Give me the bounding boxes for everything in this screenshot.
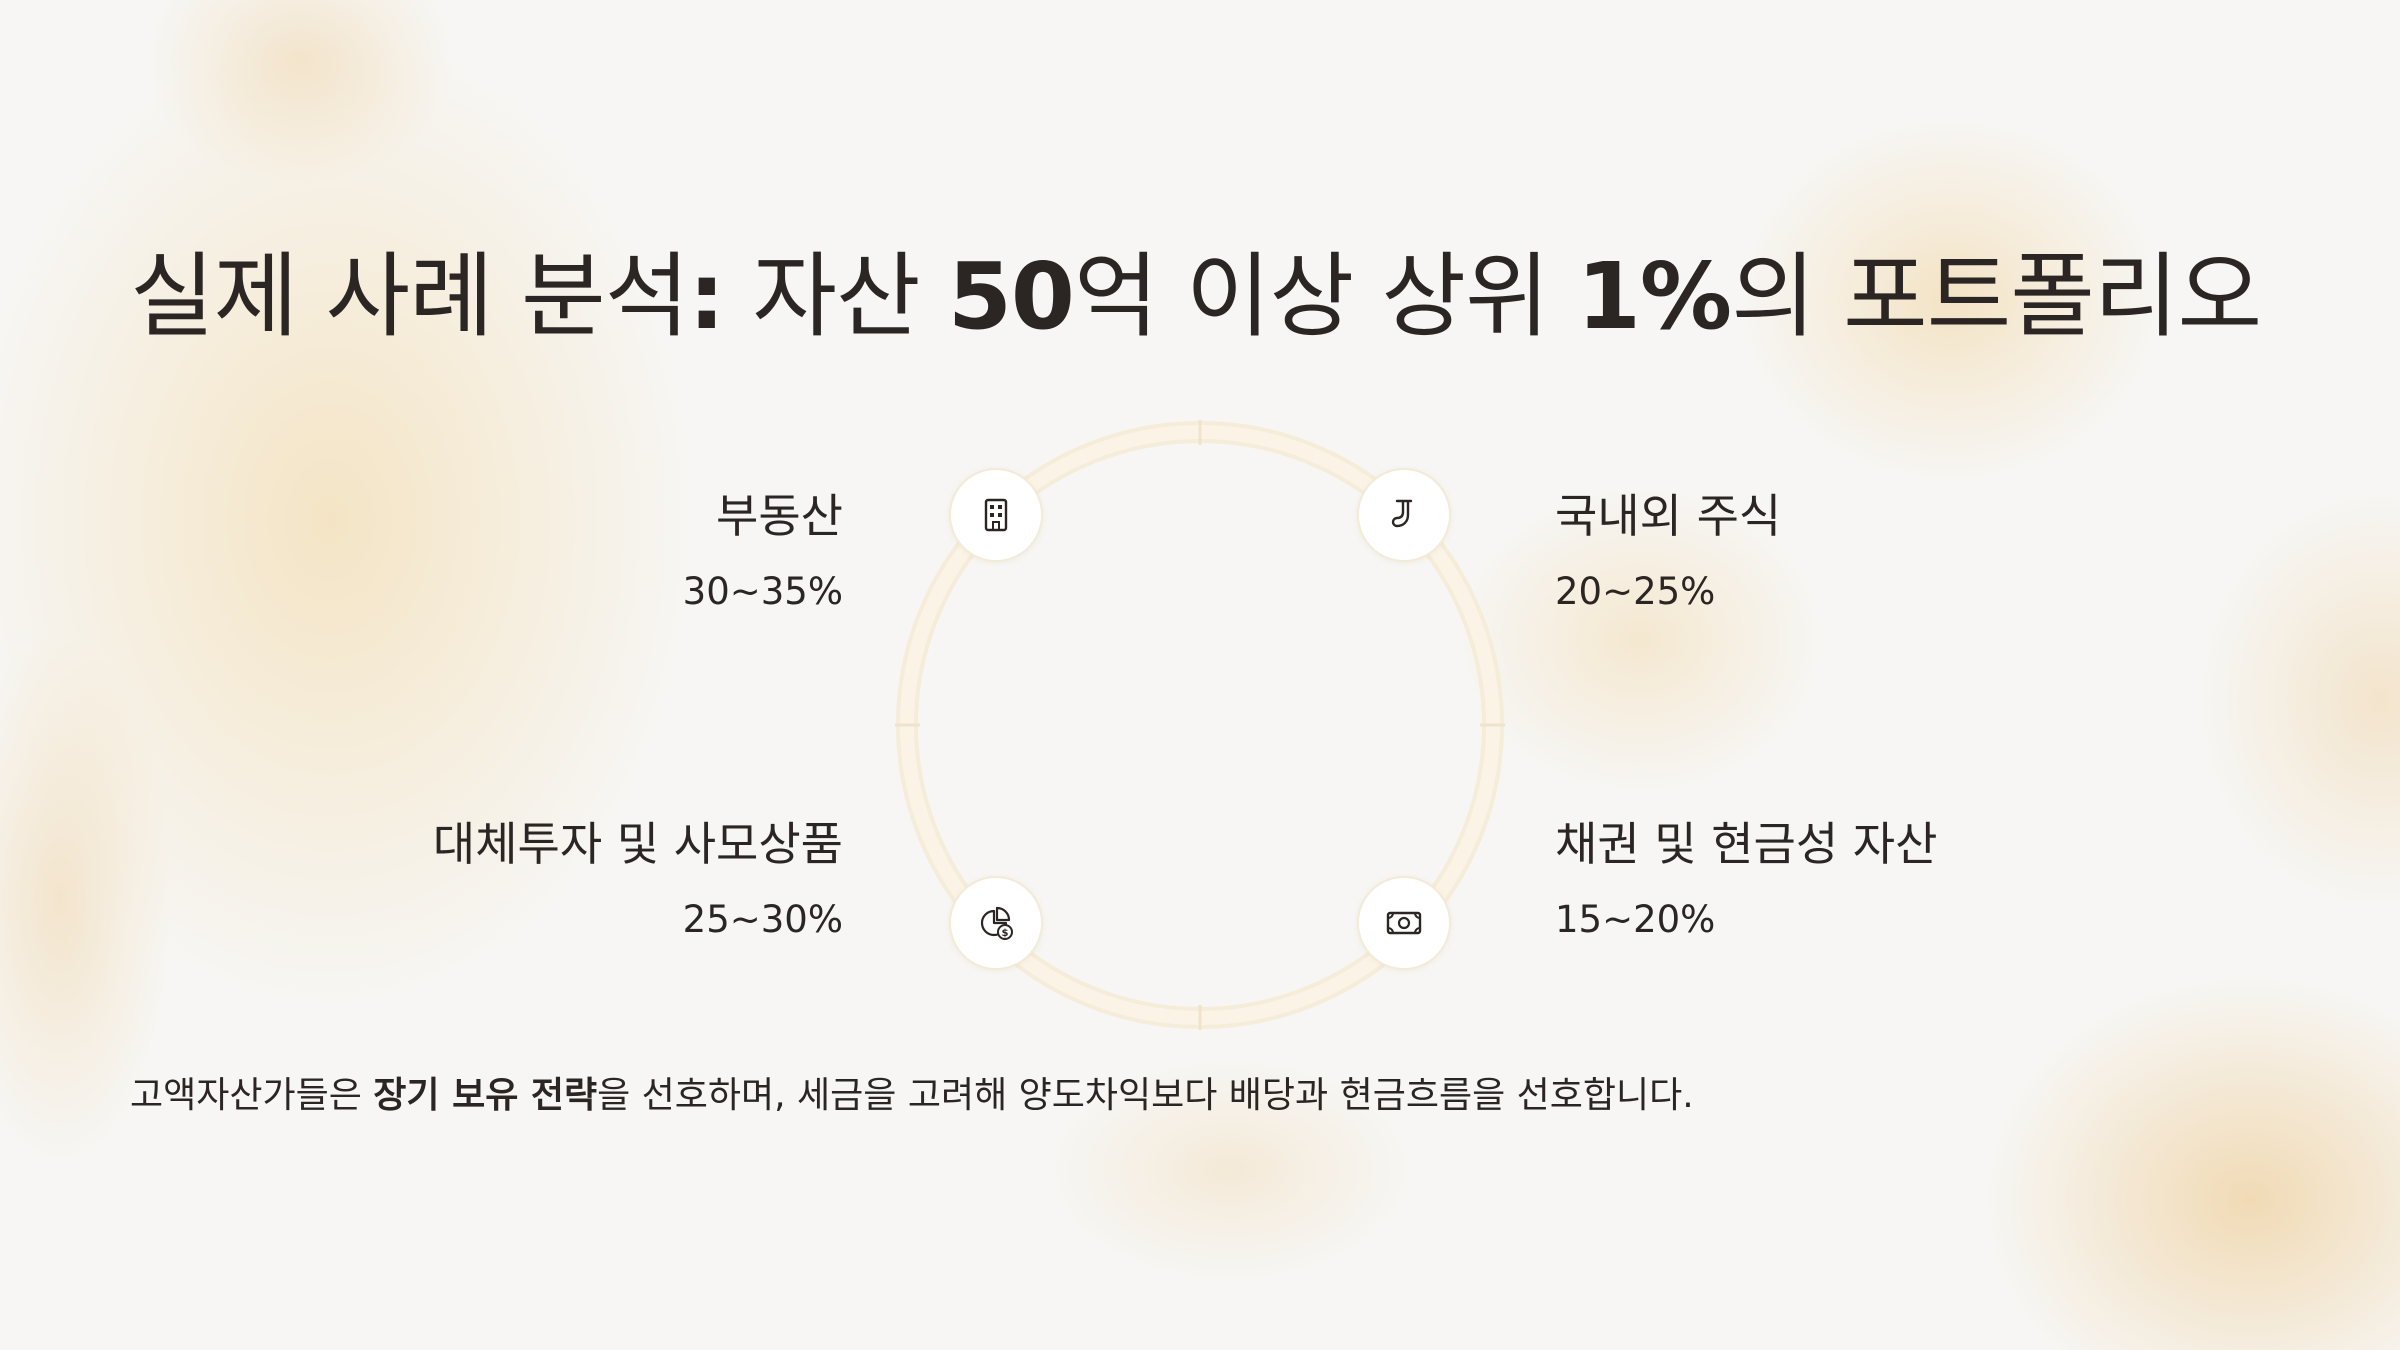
svg-text:$: $ — [1002, 928, 1009, 939]
stock-chart-icon — [1391, 499, 1413, 528]
page-title: 실제 사례 분석: 자산 50억 이상 상위 1%의 포트폴리오 — [130, 243, 2262, 350]
segment-label-alternatives: 대체투자 및 사모상품 — [432, 817, 843, 871]
portfolio-ring — [880, 405, 1520, 1045]
segment-node-alternatives: $ — [949, 876, 1043, 970]
banknote-icon — [1386, 911, 1422, 935]
segment-label-bonds-cash: 채권 및 현금성 자산 — [1555, 817, 1938, 871]
segment-label-stocks: 국내외 주식 — [1555, 489, 1782, 543]
segment-node-real-estate — [949, 468, 1043, 562]
segment-node-bonds-cash — [1357, 876, 1451, 970]
building-icon — [984, 498, 1008, 532]
segment-range-alternatives: 25~30% — [682, 898, 843, 941]
segment-node-stocks — [1357, 468, 1451, 562]
ring-graphic — [895, 420, 1505, 1030]
segment-range-real-estate: 30~35% — [682, 570, 843, 613]
footer-note: 고액자산가들은 장기 보유 전략을 선호하며, 세금을 고려해 양도차익보다 배… — [130, 1075, 1694, 1116]
segment-label-real-estate: 부동산 — [716, 489, 843, 543]
pie-chart-dollar-icon: $ — [980, 906, 1013, 940]
segment-range-bonds-cash: 15~20% — [1555, 898, 1716, 941]
segment-range-stocks: 20~25% — [1555, 570, 1716, 613]
